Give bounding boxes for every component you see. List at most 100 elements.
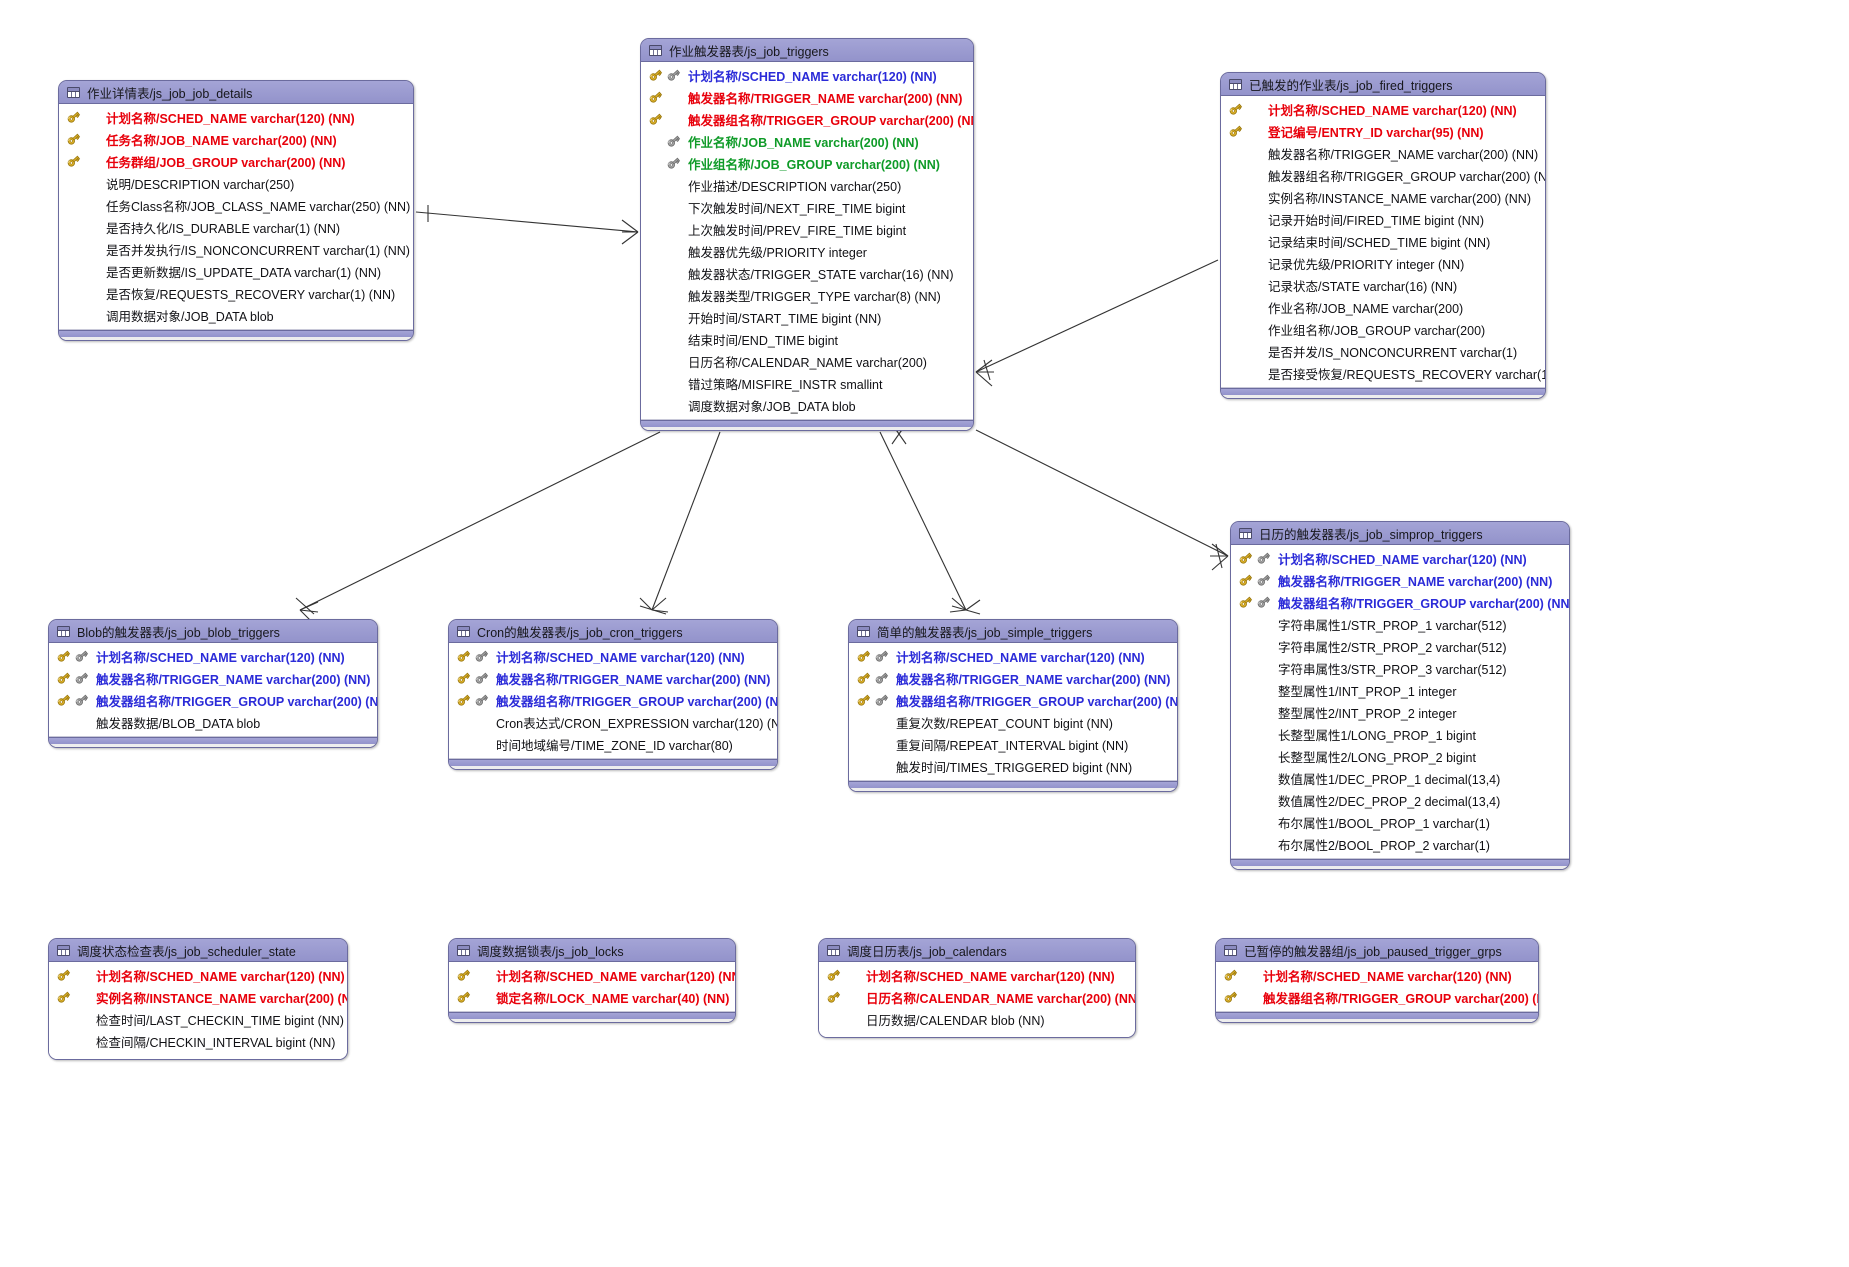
column-row[interactable]: 数值属性1/DEC_PROP_1 decimal(13,4) xyxy=(1231,767,1569,789)
column-row[interactable]: 登记编号/ENTRY_ID varchar(95) (NN) xyxy=(1221,120,1545,142)
column-row[interactable]: 触发器名称/TRIGGER_NAME varchar(200) (NN) xyxy=(641,86,973,108)
column-row[interactable]: 是否恢复/REQUESTS_RECOVERY varchar(1) (NN) xyxy=(59,282,413,304)
column-row[interactable]: 下次触发时间/NEXT_FIRE_TIME bigint xyxy=(641,196,973,218)
entity-title-bar-triggers[interactable]: 作业触发器表/js_job_triggers xyxy=(641,39,973,62)
column-row[interactable]: 计划名称/SCHED_NAME varchar(120) (NN) xyxy=(641,64,973,86)
column-row[interactable]: 触发器名称/TRIGGER_NAME varchar(200) (NN) xyxy=(849,667,1177,689)
column-row[interactable]: 触发器类型/TRIGGER_TYPE varchar(8) (NN) xyxy=(641,284,973,306)
column-row[interactable]: 长整型属性2/LONG_PROP_2 bigint xyxy=(1231,745,1569,767)
column-row[interactable]: 调用数据对象/JOB_DATA blob xyxy=(59,304,413,326)
column-row[interactable]: 作业名称/JOB_NAME varchar(200) xyxy=(1221,296,1545,318)
column-row[interactable]: 触发器名称/TRIGGER_NAME varchar(200) (NN) xyxy=(49,667,377,689)
entity-title-bar-simprop_triggers[interactable]: 日历的触发器表/js_job_simprop_triggers xyxy=(1231,522,1569,545)
column-row[interactable]: 检查时间/LAST_CHECKIN_TIME bigint (NN) xyxy=(49,1008,347,1030)
column-row[interactable]: 日历数据/CALENDAR blob (NN) xyxy=(819,1008,1135,1030)
column-row[interactable]: 调度数据对象/JOB_DATA blob xyxy=(641,394,973,416)
entity-title-bar-cron_triggers[interactable]: Cron的触发器表/js_job_cron_triggers xyxy=(449,620,777,643)
column-row[interactable]: 检查间隔/CHECKIN_INTERVAL bigint (NN) xyxy=(49,1030,347,1052)
entity-title-bar-simple_triggers[interactable]: 简单的触发器表/js_job_simple_triggers xyxy=(849,620,1177,643)
column-row[interactable]: 计划名称/SCHED_NAME varchar(120) (NN) xyxy=(49,645,377,667)
column-row[interactable]: 时间地域编号/TIME_ZONE_ID varchar(80) xyxy=(449,733,777,755)
entity-title-bar-scheduler_state[interactable]: 调度状态检查表/js_job_scheduler_state xyxy=(49,939,347,962)
column-row[interactable]: 是否接受恢复/REQUESTS_RECOVERY varchar(1) xyxy=(1221,362,1545,384)
entity-title-bar-blob_triggers[interactable]: Blob的触发器表/js_job_blob_triggers xyxy=(49,620,377,643)
column-row[interactable]: Cron表达式/CRON_EXPRESSION varchar(120) (NN… xyxy=(449,711,777,733)
column-row[interactable]: 字符串属性2/STR_PROP_2 varchar(512) xyxy=(1231,635,1569,657)
column-row[interactable]: 重复次数/REPEAT_COUNT bigint (NN) xyxy=(849,711,1177,733)
column-row[interactable]: 触发器组名称/TRIGGER_GROUP varchar(200) (NN) xyxy=(1221,164,1545,186)
column-row[interactable]: 计划名称/SCHED_NAME varchar(120) (NN) xyxy=(1216,964,1538,986)
column-row[interactable]: 任务Class名称/JOB_CLASS_NAME varchar(250) (N… xyxy=(59,194,413,216)
column-row[interactable]: 触发器组名称/TRIGGER_GROUP varchar(200) (NN) xyxy=(449,689,777,711)
column-row[interactable]: 是否持久化/IS_DURABLE varchar(1) (NN) xyxy=(59,216,413,238)
column-row[interactable]: 触发器状态/TRIGGER_STATE varchar(16) (NN) xyxy=(641,262,973,284)
column-row[interactable]: 触发器优先级/PRIORITY integer xyxy=(641,240,973,262)
column-row[interactable]: 上次触发时间/PREV_FIRE_TIME bigint xyxy=(641,218,973,240)
column-row[interactable]: 计划名称/SCHED_NAME varchar(120) (NN) xyxy=(1221,98,1545,120)
column-row[interactable]: 计划名称/SCHED_NAME varchar(120) (NN) xyxy=(1231,547,1569,569)
column-row[interactable]: 触发器名称/TRIGGER_NAME varchar(200) (NN) xyxy=(1231,569,1569,591)
column-row[interactable]: 记录开始时间/FIRED_TIME bigint (NN) xyxy=(1221,208,1545,230)
entity-title-bar-paused_trigger_grps[interactable]: 已暂停的触发器组/js_job_paused_trigger_grps xyxy=(1216,939,1538,962)
column-row[interactable]: 字符串属性3/STR_PROP_3 varchar(512) xyxy=(1231,657,1569,679)
column-row[interactable]: 是否并发执行/IS_NONCONCURRENT varchar(1) (NN) xyxy=(59,238,413,260)
column-row[interactable]: 实例名称/INSTANCE_NAME varchar(200) (NN) xyxy=(1221,186,1545,208)
column-row[interactable]: 结束时间/END_TIME bigint xyxy=(641,328,973,350)
column-row[interactable]: 布尔属性1/BOOL_PROP_1 varchar(1) xyxy=(1231,811,1569,833)
column-row[interactable]: 作业名称/JOB_NAME varchar(200) (NN) xyxy=(641,130,973,152)
column-row[interactable]: 计划名称/SCHED_NAME varchar(120) (NN) xyxy=(849,645,1177,667)
column-row[interactable]: 整型属性2/INT_PROP_2 integer xyxy=(1231,701,1569,723)
column-row[interactable]: 触发器数据/BLOB_DATA blob xyxy=(49,711,377,733)
column-row[interactable]: 说明/DESCRIPTION varchar(250) xyxy=(59,172,413,194)
column-row[interactable]: 触发器名称/TRIGGER_NAME varchar(200) (NN) xyxy=(449,667,777,689)
column-row[interactable]: 是否更新数据/IS_UPDATE_DATA varchar(1) (NN) xyxy=(59,260,413,282)
column-row[interactable]: 触发器组名称/TRIGGER_GROUP varchar(200) (NN) xyxy=(849,689,1177,711)
column-row[interactable]: 开始时间/START_TIME bigint (NN) xyxy=(641,306,973,328)
column-row[interactable]: 记录优先级/PRIORITY integer (NN) xyxy=(1221,252,1545,274)
column-row[interactable]: 是否并发/IS_NONCONCURRENT varchar(1) xyxy=(1221,340,1545,362)
column-row[interactable]: 锁定名称/LOCK_NAME varchar(40) (NN) xyxy=(449,986,735,1008)
column-row[interactable]: 数值属性2/DEC_PROP_2 decimal(13,4) xyxy=(1231,789,1569,811)
column-row[interactable]: 任务群组/JOB_GROUP varchar(200) (NN) xyxy=(59,150,413,172)
entity-title-bar-locks[interactable]: 调度数据锁表/js_job_locks xyxy=(449,939,735,962)
column-row[interactable]: 触发器组名称/TRIGGER_GROUP varchar(200) (NN) xyxy=(641,108,973,130)
column-row[interactable]: 记录结束时间/SCHED_TIME bigint (NN) xyxy=(1221,230,1545,252)
column-row[interactable]: 计划名称/SCHED_NAME varchar(120) (NN) xyxy=(819,964,1135,986)
column-row[interactable]: 布尔属性2/BOOL_PROP_2 varchar(1) xyxy=(1231,833,1569,855)
column-row[interactable]: 任务名称/JOB_NAME varchar(200) (NN) xyxy=(59,128,413,150)
column-row[interactable]: 作业组名称/JOB_GROUP varchar(200) (NN) xyxy=(641,152,973,174)
column-row[interactable]: 字符串属性1/STR_PROP_1 varchar(512) xyxy=(1231,613,1569,635)
column-row[interactable]: 触发器组名称/TRIGGER_GROUP varchar(200) (NN) xyxy=(1216,986,1538,1008)
column-row[interactable]: 计划名称/SCHED_NAME varchar(120) (NN) xyxy=(449,964,735,986)
entity-title-bar-fired_triggers[interactable]: 已触发的作业表/js_job_fired_triggers xyxy=(1221,73,1545,96)
entity-title-bar-calendars[interactable]: 调度日历表/js_job_calendars xyxy=(819,939,1135,962)
column-row[interactable]: 计划名称/SCHED_NAME varchar(120) (NN) xyxy=(449,645,777,667)
column-row[interactable]: 触发时间/TIMES_TRIGGERED bigint (NN) xyxy=(849,755,1177,777)
column-row[interactable]: 日历名称/CALENDAR_NAME varchar(200) xyxy=(641,350,973,372)
column-row[interactable]: 作业组名称/JOB_GROUP varchar(200) xyxy=(1221,318,1545,340)
column-row[interactable]: 长整型属性1/LONG_PROP_1 bigint xyxy=(1231,723,1569,745)
column-row[interactable]: 错过策略/MISFIRE_INSTR smallint xyxy=(641,372,973,394)
column-row[interactable]: 作业描述/DESCRIPTION varchar(250) xyxy=(641,174,973,196)
column-row[interactable]: 日历名称/CALENDAR_NAME varchar(200) (NN) xyxy=(819,986,1135,1008)
column-row[interactable]: 计划名称/SCHED_NAME varchar(120) (NN) xyxy=(49,964,347,986)
entity-title-bar-job_details[interactable]: 作业详情表/js_job_job_details xyxy=(59,81,413,104)
column-row[interactable]: 记录状态/STATE varchar(16) (NN) xyxy=(1221,274,1545,296)
column-row[interactable]: 整型属性1/INT_PROP_1 integer xyxy=(1231,679,1569,701)
column-row[interactable]: 重复间隔/REPEAT_INTERVAL bigint (NN) xyxy=(849,733,1177,755)
column-row[interactable]: 触发器组名称/TRIGGER_GROUP varchar(200) (NN) xyxy=(1231,591,1569,613)
column-row[interactable]: 触发器组名称/TRIGGER_GROUP varchar(200) (NN) xyxy=(49,689,377,711)
column-row[interactable]: 计划名称/SCHED_NAME varchar(120) (NN) xyxy=(59,106,413,128)
column-row[interactable]: 实例名称/INSTANCE_NAME varchar(200) (NN) xyxy=(49,986,347,1008)
